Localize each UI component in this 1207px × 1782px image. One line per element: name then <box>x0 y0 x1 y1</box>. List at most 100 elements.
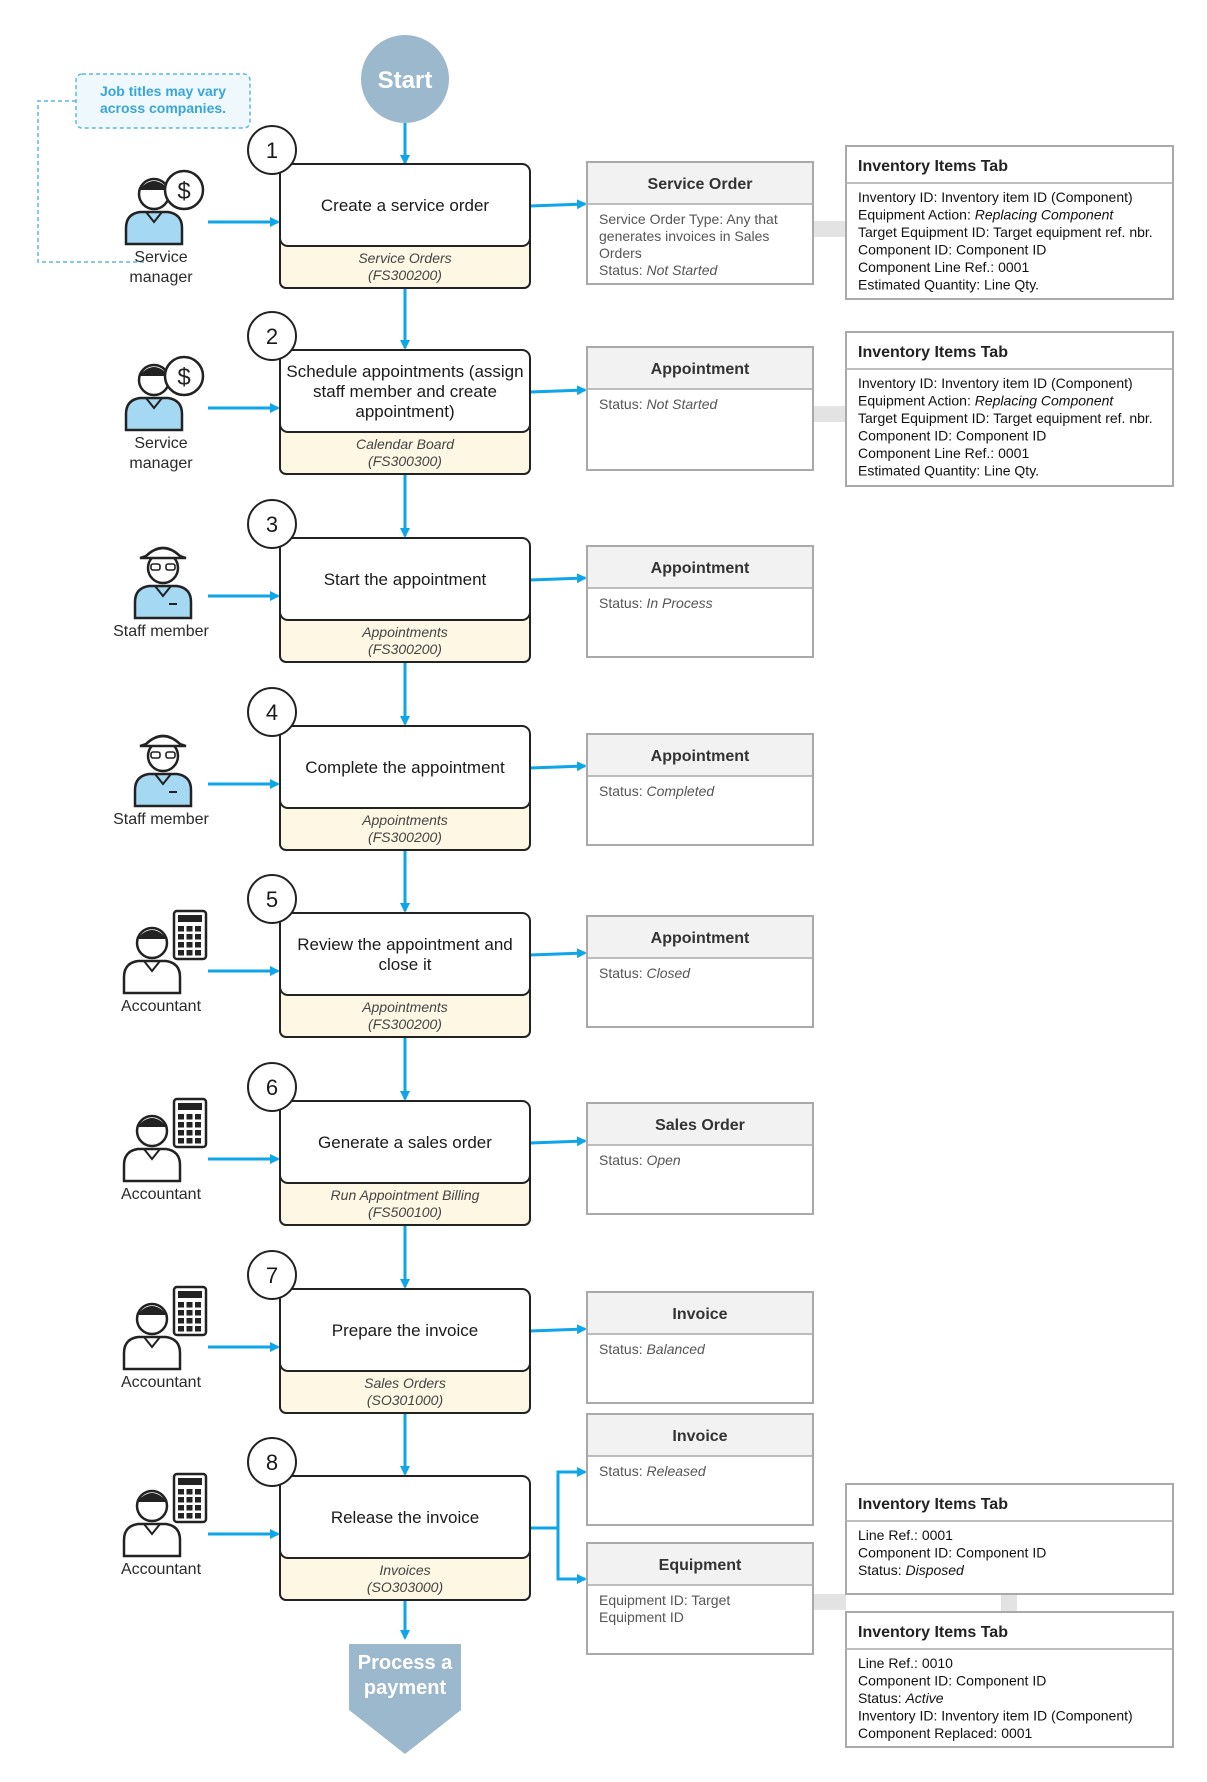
calculator-key <box>178 926 184 932</box>
entity-line: Status: Completed <box>599 783 715 799</box>
entity-title: Appointment <box>651 560 750 577</box>
entity-line: Equipment ID: Target <box>599 1592 730 1608</box>
role-label: Accountant <box>121 1374 202 1391</box>
calculator-key <box>186 1138 193 1144</box>
calculator-key <box>186 1326 193 1332</box>
step-form-label: (FS300200) <box>368 267 442 283</box>
inventory-tab-line: Component ID: Component ID <box>858 1673 1046 1689</box>
entity-title: Appointment <box>651 748 750 765</box>
inventory-tab-box <box>845 1483 1174 1595</box>
inventory-tab-line: Estimated Quantity: Line Qty. <box>858 463 1039 479</box>
entity-line: Status: Closed <box>599 965 691 981</box>
collar-shape <box>143 1523 161 1536</box>
inventory-tab-box <box>845 1611 1174 1748</box>
step-number: 1 <box>266 138 278 163</box>
calculator-key <box>178 1310 184 1316</box>
cap-shape <box>139 546 187 560</box>
service-manager-icon: $ <box>124 355 205 432</box>
calculator-key <box>178 1505 184 1511</box>
accountant-icon <box>122 1472 208 1558</box>
entity-title: Service Order <box>648 176 753 193</box>
calculator-key <box>186 1489 193 1495</box>
calculator-key <box>186 1310 193 1316</box>
calculator-key <box>195 1122 201 1128</box>
step-form-label: Appointments <box>361 812 448 828</box>
shirt-shape <box>122 1147 182 1183</box>
detail-connector <box>813 221 846 237</box>
calculator-screen <box>178 1478 202 1485</box>
entity-header-bg <box>588 163 812 204</box>
inventory-tab-title: Inventory Items Tab <box>858 1624 1008 1641</box>
entity-header-bg <box>588 547 812 588</box>
inventory-tab-line: Equipment Action: Replacing Component <box>858 393 1114 409</box>
entity-line: Status: Open <box>599 1152 681 1168</box>
step-box <box>279 349 531 433</box>
glasses-right <box>165 751 176 759</box>
collar-shape <box>145 211 163 224</box>
role-label: Staff member <box>113 811 209 828</box>
calculator-key <box>195 1513 201 1519</box>
role-label: Service <box>134 249 187 266</box>
calculator-key <box>195 1130 201 1136</box>
step-title: Complete the appointment <box>305 758 505 777</box>
inventory-tab-line: Target Equipment ID: Target equipment re… <box>858 224 1153 240</box>
step-box <box>279 1100 531 1184</box>
calculator-key <box>178 1326 184 1332</box>
entity-line: Status: In Process <box>599 595 713 611</box>
calculator-key <box>178 1318 184 1324</box>
cap-shape <box>139 734 187 748</box>
staff-member-icon <box>133 546 193 620</box>
inventory-tab-line: Status: Active <box>858 1690 944 1706</box>
step-title: Start the appointment <box>324 570 487 589</box>
calculator-key <box>186 950 193 956</box>
role-label: manager <box>129 269 193 286</box>
step-title: close it <box>379 955 432 974</box>
collar-shape <box>143 960 161 973</box>
step-form-label: Appointments <box>361 624 448 640</box>
step-title: Prepare the invoice <box>332 1321 478 1340</box>
entity-header-bg <box>588 1104 812 1145</box>
end-terminal-shape <box>349 1644 461 1754</box>
calculator-key <box>178 1497 184 1503</box>
calculator-key <box>195 1138 201 1144</box>
calculator-key <box>178 1114 184 1120</box>
entity-line: Status: Not Started <box>599 262 718 278</box>
detail-connector <box>813 1594 846 1610</box>
start-terminal <box>361 35 449 123</box>
entity-header-bg <box>588 917 812 958</box>
entity-arrow <box>556 1528 587 1584</box>
inventory-tab-line: Inventory ID: Inventory item ID (Compone… <box>858 1708 1133 1724</box>
step-form-label: Appointments <box>361 999 448 1015</box>
coin-shape <box>163 355 205 397</box>
calculator-key <box>195 950 201 956</box>
entity-arrow <box>529 573 587 584</box>
calculator-key <box>195 1302 201 1308</box>
step-number: 6 <box>266 1075 278 1100</box>
step-title: Release the invoice <box>331 1508 479 1527</box>
shirt-shape <box>124 210 184 246</box>
step-title: staff member and create <box>313 382 497 401</box>
detail-connector <box>813 406 846 422</box>
calculator-key <box>178 934 184 940</box>
calculator-key <box>178 1130 184 1136</box>
step-8: Release the invoiceInvoices(SO303000)8Ac… <box>121 1437 531 1601</box>
shirt-shape <box>133 584 193 620</box>
role-label: Accountant <box>121 1186 202 1203</box>
collar-shape <box>143 1148 161 1161</box>
entity-line: Orders <box>599 245 642 261</box>
calculator-key <box>195 1326 201 1332</box>
collar-shape <box>145 397 163 410</box>
step-form-label: (SO303000) <box>367 1579 443 1595</box>
entity-line: Status: Released <box>599 1463 707 1479</box>
step-number-badge <box>247 499 297 549</box>
entity-header-bg <box>588 1544 812 1585</box>
step-number-badge <box>247 311 297 361</box>
step-box <box>279 912 531 996</box>
note-text-line: across companies. <box>100 100 226 116</box>
entity-line: Status: Not Started <box>599 396 718 412</box>
